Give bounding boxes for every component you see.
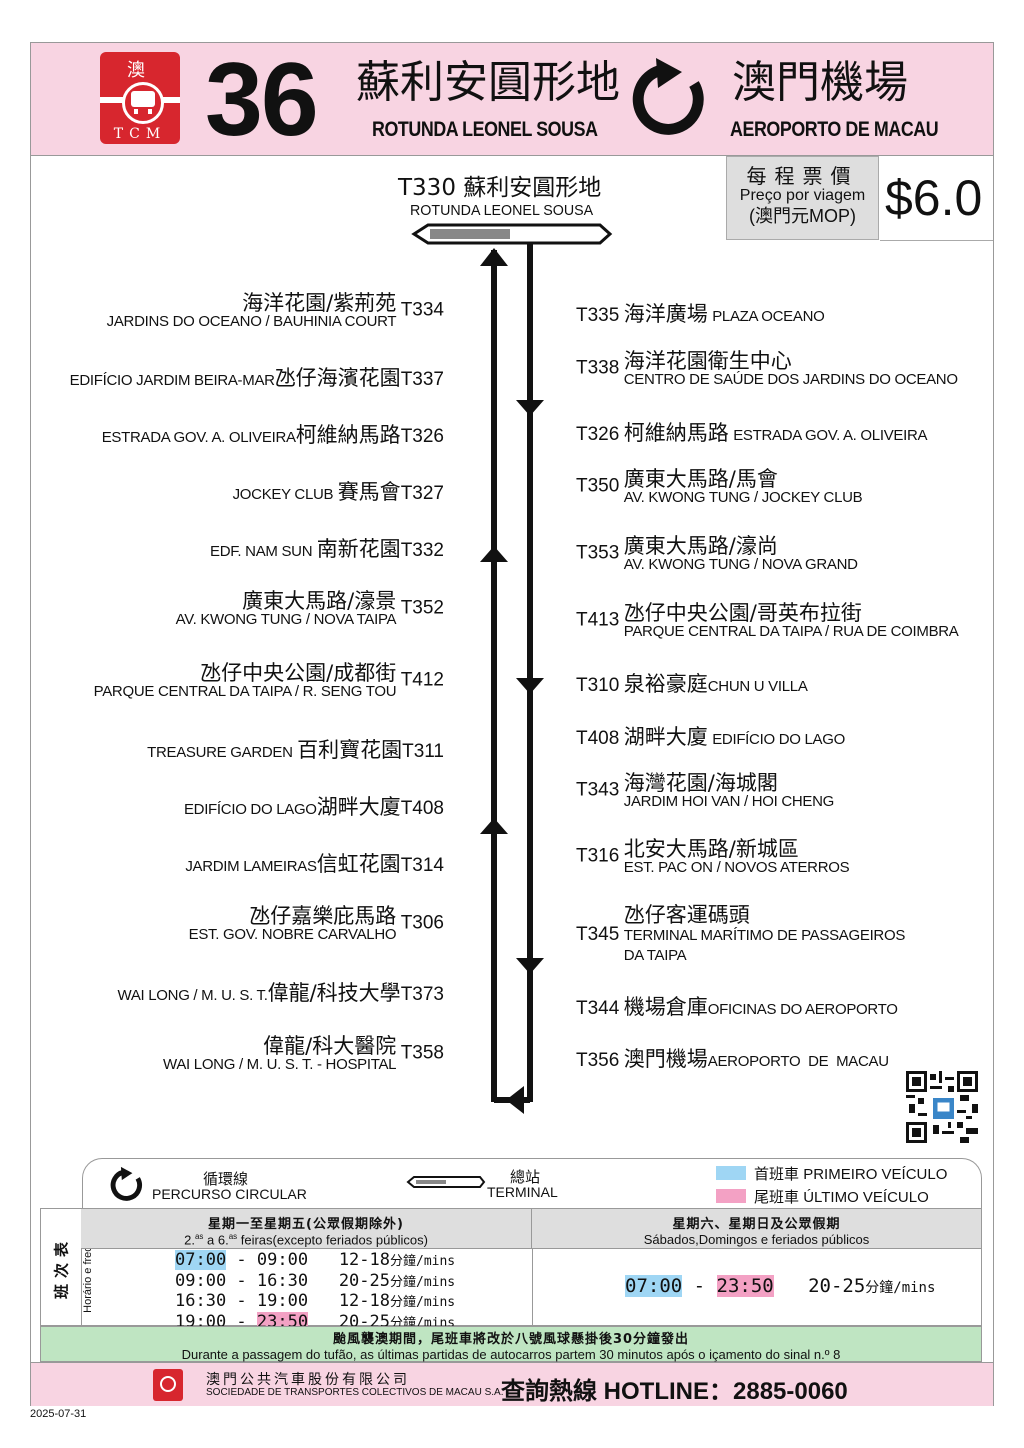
route-header [31, 43, 993, 156]
weekday-header: 星期一至星期五(公眾假期除外) 2.as a 6.as feiras(excep… [81, 1209, 532, 1249]
stop-right-t345: T345 氹仔客運碼頭 TERMINAL MARÍTIMO DE PASSAGE… [576, 903, 906, 964]
fare-box: 每程票價 Preço por viagem (澳門元MOP) [726, 156, 879, 240]
stop-left-t408: EDIFÍCIO DO LAGO湖畔大廈T408 [183, 795, 444, 819]
legend-terminal-pt: TERMINAL [487, 1184, 558, 1200]
stop-left-t412: 氹仔中央公園/成都街 PARQUE CENTRAL DA TAIPA / R. … [93, 661, 444, 700]
route-diagram [411, 223, 613, 1114]
stop-left-t337: EDIFÍCIO JARDIM BEIRA-MAR氹仔海濱花園T337 [69, 366, 444, 390]
stop-left-t352: 廣東大馬路/濠景 AV. KWONG TUNG / NOVA TAIPA T35… [175, 589, 444, 628]
stop-right-t350: T350 廣東大馬路/馬會 AV. KWONG TUNG / JOCKEY CL… [576, 467, 863, 506]
tcm-logo: 澳巴 TCM [100, 52, 180, 144]
stop-right-t344: T344 機場倉庫OFICINAS DO AEROPORTO [576, 995, 898, 1019]
stop-left-t326: ESTRADA GOV. A. OLIVEIRA柯維納馬路T326 [101, 423, 444, 447]
issue-date: 2025-07-31 [30, 1408, 87, 1420]
stop-left-t373: WAI LONG / M. U. S. T.偉龍/科技大學T373 [117, 981, 444, 1005]
origin-cn: 蘇利安圓形地 [356, 57, 620, 108]
legend-panel [82, 1158, 982, 1208]
stop-right-t338: T338 海洋花園衛生中心 CENTRO DE SAÚDE DOS JARDIN… [576, 349, 958, 388]
timetable: 班次表 Horário e frequência 星期一至星期五(公眾假期除外)… [40, 1208, 982, 1332]
stop-right-t356: T356 澳門機場AEROPORTO DE MACAU [576, 1047, 889, 1071]
legend-first: 首班車 PRIMEIRO VEÍCULO [754, 1165, 948, 1183]
legend-last-swatch [716, 1189, 746, 1203]
timetable-side-label: 班次表 Horário e frequência [41, 1209, 94, 1325]
weekday-row: 07:00 - 09:00 12-18分鐘/mins [175, 1250, 456, 1270]
fare-label-unit: (澳門元MOP) [749, 206, 856, 226]
bus-icon [122, 82, 164, 124]
logo-bottom-text: TCM [113, 126, 167, 142]
stop-left-t311: TREASURE GARDEN 百利寶花園T311 [147, 738, 444, 762]
stop-right-t310: T310 泉裕豪庭CHUN U VILLA [576, 672, 808, 696]
route-number: 36 [205, 42, 319, 158]
fare-label-cn: 每程票價 [746, 164, 859, 188]
terminal-name-cn: T330 蘇利安圓形地 [398, 175, 602, 201]
stop-right-t413: T413 氹仔中央公園/哥英布拉街 PARQUE CENTRAL DA TAIP… [576, 601, 959, 640]
terminal-name-pt: ROTUNDA LEONEL SOUSA [410, 202, 594, 219]
legend-circular-cn: 循環線 [203, 1170, 249, 1188]
legend-terminal-icon [406, 1176, 486, 1188]
weekday-schedule: 07:00 - 09:00 12-18分鐘/mins 09:00 - 16:30… [175, 1250, 456, 1333]
footer-logo-icon [153, 1369, 183, 1401]
stop-right-t353: T353 廣東大馬路/濠尚 AV. KWONG TUNG / NOVA GRAN… [576, 534, 858, 573]
legend-circular-icon [110, 1166, 142, 1201]
legend-first-swatch [716, 1166, 746, 1180]
stop-left-t334: 海洋花園/紫荊苑 JARDINS DO OCEANO / BAUHINIA CO… [106, 291, 444, 330]
legend-circular-pt: PERCURSO CIRCULAR [152, 1186, 307, 1202]
stop-right-t408: T408 湖畔大廈 EDIFÍCIO DO LAGO [576, 725, 845, 749]
circular-arrow-icon [632, 58, 704, 135]
fare-price: $6.0 [885, 170, 983, 226]
typhoon-notice: 颱風襲澳期間，尾班車將改於八號風球懸掛後30分鐘發出 Durante a pas… [40, 1326, 982, 1362]
stop-left-t314: JARDIM LAMEIRAS信虹花園T314 [185, 852, 444, 876]
stop-left-t306: 氹仔嘉樂庇馬路 EST. GOV. NOBRE CARVALHO T306 [188, 904, 444, 943]
stop-right-t326: T326 柯維納馬路 ESTRADA GOV. A. OLIVEIRA [576, 421, 928, 445]
footer-hotline: 查詢熱線 HOTLINE：2885-0060 [501, 1377, 848, 1405]
weekday-row: 09:00 - 16:30 20-25分鐘/mins [175, 1270, 456, 1291]
weekend-schedule: 07:00 - 23:50 20-25分鐘/mins [625, 1275, 936, 1297]
stop-right-t343: T343 海灣花園/海城閣 JARDIM HOI VAN / HOI CHENG [576, 771, 835, 810]
footer-company-pt: SOCIEDADE DE TRANSPORTES COLECTIVOS DE M… [206, 1387, 504, 1398]
weekday-row: 16:30 - 19:00 12-18分鐘/mins [175, 1291, 456, 1311]
destination-pt: AEROPORTO DE MACAU [730, 118, 939, 141]
legend-last: 尾班車 ÚLTIMO VEÍCULO [754, 1188, 929, 1206]
stop-right-t316: T316 北安大馬路/新城區 EST. PAC ON / NOVOS ATERR… [576, 837, 850, 876]
stop-right-t335: T335 海洋廣場 PLAZA OCEANO [576, 302, 825, 326]
origin-pt: ROTUNDA LEONEL SOUSA [372, 118, 598, 141]
weekend-header: 星期六、星期日及公眾假期 Sábados,Domingos e feriados… [532, 1209, 981, 1249]
stop-left-t332: EDF. NAM SUN 南新花園T332 [209, 537, 444, 561]
footer: 澳門公共汽車股份有限公司 SOCIEDADE DE TRANSPORTES CO… [31, 1362, 993, 1406]
stop-left-t327: JOCKEY CLUB 賽馬會T327 [232, 480, 444, 504]
destination-cn: 澳門機場 [732, 57, 908, 108]
fare-label-pt: Preço por viagem [739, 187, 866, 204]
stop-left-t358: 偉龍/科大醫院 WAI LONG / M. U. S. T. - HOSPITA… [163, 1034, 444, 1073]
qr-code-icon[interactable] [906, 1071, 978, 1143]
footer-company-cn: 澳門公共汽車股份有限公司 [206, 1372, 410, 1388]
legend-terminal-cn: 總站 [510, 1168, 541, 1186]
